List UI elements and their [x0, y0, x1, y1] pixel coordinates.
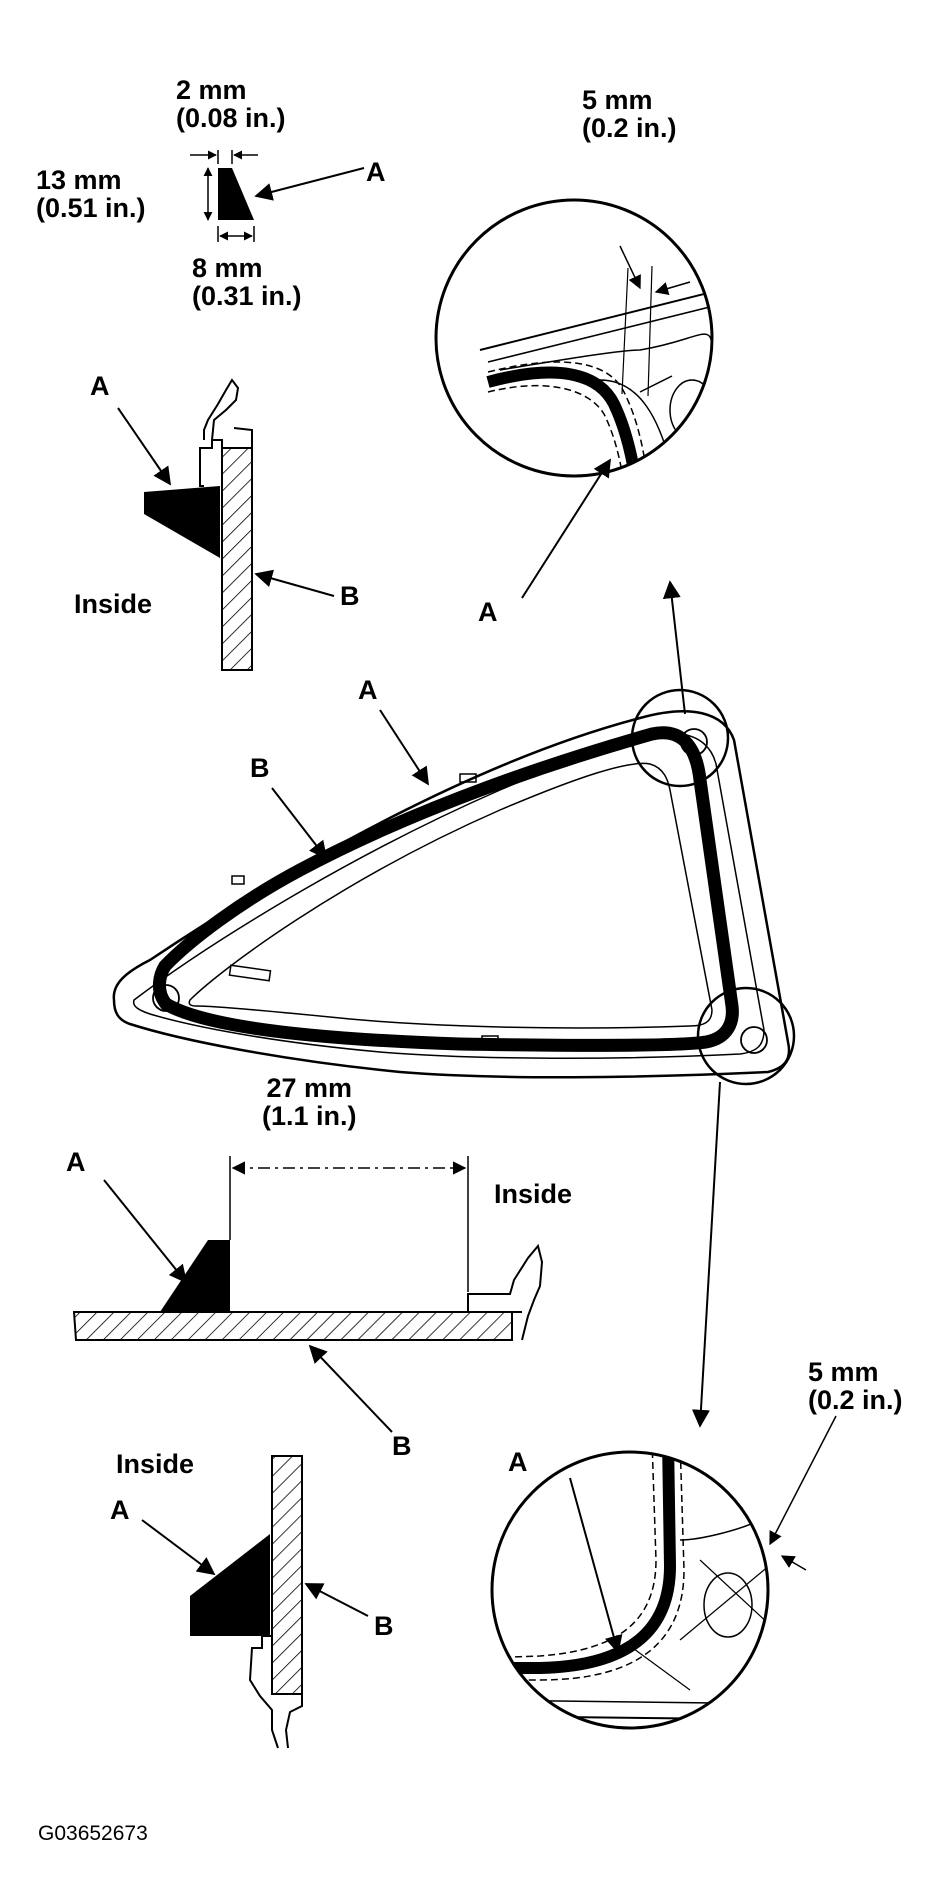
- lower-section-label-a: A: [110, 1495, 130, 1525]
- glass-section: [221, 447, 253, 671]
- urethane-bead: [144, 486, 220, 558]
- bead-width-top-label: 2 mm (0.08 in.): [176, 75, 286, 134]
- detail-top-dim-label: 5 mm (0.2 in.): [582, 85, 677, 144]
- section-view-middle: [72, 1156, 544, 1433]
- glass-label-a: A: [358, 675, 378, 705]
- urethane-bead-lower: [190, 1534, 270, 1636]
- middle-section-inside-label: Inside: [494, 1179, 573, 1209]
- upper-section-inside-label: Inside: [74, 589, 153, 619]
- detail-bottom-dim-label: 5 mm (0.2 in.): [808, 1357, 903, 1416]
- bead-width-bottom-label: 8 mm (0.31 in.): [192, 253, 302, 312]
- detail-circle-bottom: [490, 1415, 837, 1730]
- middle-section-label-a: A: [66, 1147, 86, 1177]
- urethane-bead-middle: [160, 1240, 230, 1312]
- glass-section-lower: [271, 1455, 303, 1695]
- molding-lower: [248, 1635, 303, 1749]
- bead-profile: [190, 150, 365, 242]
- bead-cross-section: [218, 168, 254, 220]
- bead-profile-label-a: A: [366, 157, 386, 187]
- upper-section-label-b: B: [340, 581, 360, 611]
- section-view-upper: [117, 378, 335, 671]
- lower-section-inside-label: Inside: [116, 1449, 195, 1479]
- urethane-bead-main: [153, 726, 739, 1052]
- molding-lip: [199, 378, 253, 487]
- upper-section-label-a: A: [90, 371, 110, 401]
- middle-section-label-b: B: [392, 1431, 412, 1461]
- detail-bottom-label-a: A: [508, 1447, 528, 1477]
- quarter-glass: [112, 688, 796, 1086]
- detail-top-label-a: A: [478, 597, 498, 627]
- middle-section-dim-label: 27 mm (1.1 in.): [262, 1073, 357, 1132]
- detail-circle-top: [434, 198, 714, 599]
- bead-height-label: 13 mm (0.51 in.): [36, 165, 146, 224]
- urethane-bead-detail: [486, 366, 648, 476]
- lower-section-label-b: B: [374, 1611, 394, 1641]
- figure-code: G03652673: [38, 1822, 148, 1845]
- molding-right: [467, 1243, 544, 1341]
- section-view-lower: [141, 1455, 369, 1749]
- glass-section-horizontal: [72, 1311, 513, 1341]
- urethane-bead-detail-bottom: [492, 1452, 677, 1674]
- glass-label-b: B: [250, 753, 270, 783]
